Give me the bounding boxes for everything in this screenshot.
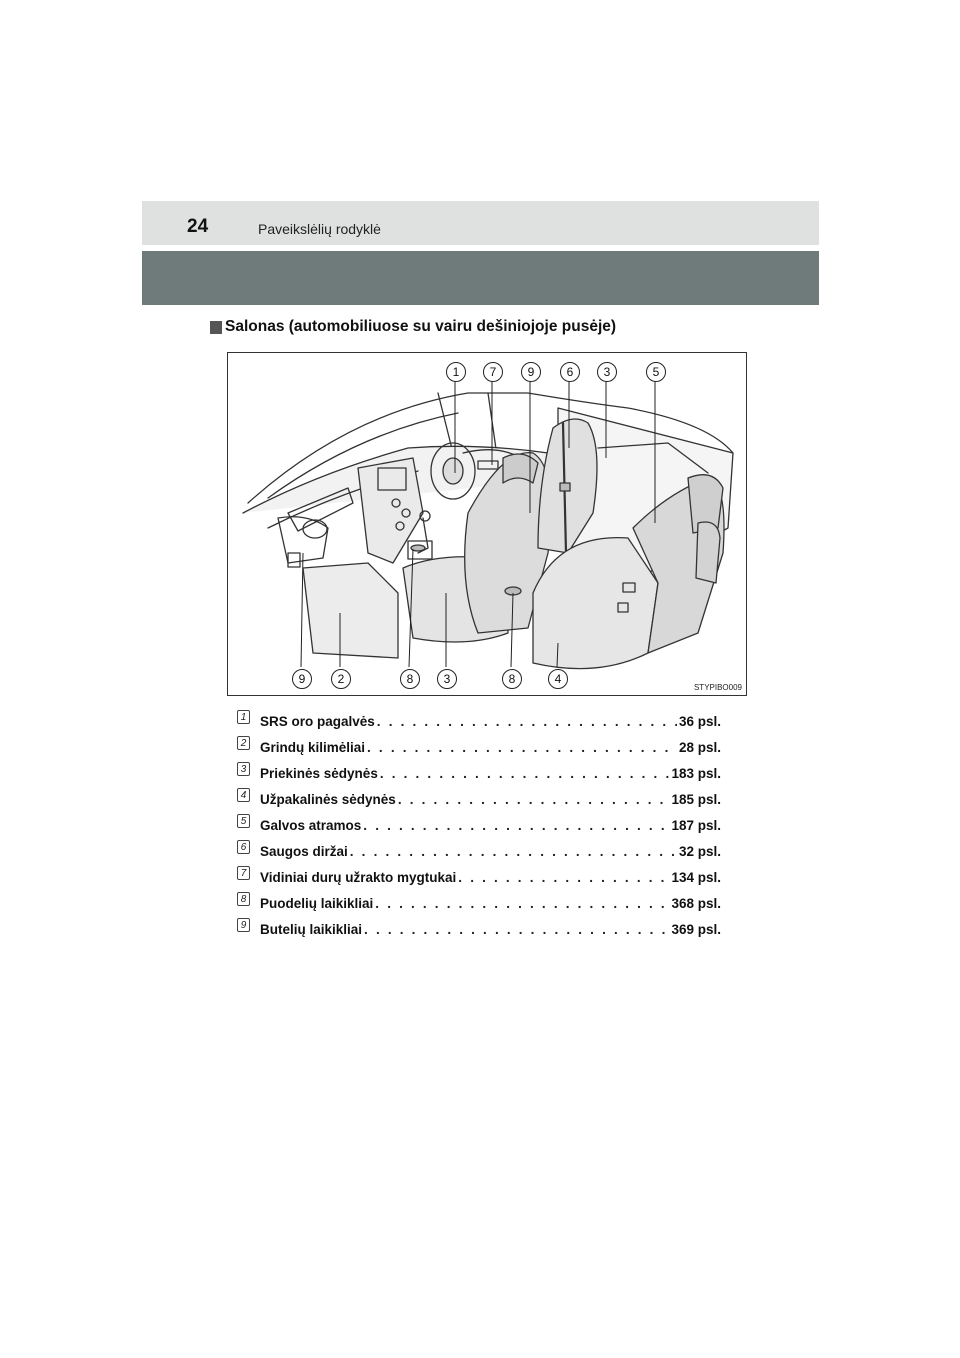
- reference-list: 1 SRS oro pagalvės . . . . . . . . . . .…: [237, 708, 721, 942]
- item-number: 1: [237, 710, 250, 724]
- list-item: 3 Priekinės sėdynės . . . . . . . . . . …: [237, 760, 721, 786]
- list-item: 9 Butelių laikikliai . . . . . . . . . .…: [237, 916, 721, 942]
- page-number: 24: [187, 216, 209, 237]
- leader-dots: . . . . . . . . . . . . . . . . . . . . …: [363, 817, 669, 833]
- car-interior-drawing: [242, 392, 734, 670]
- interior-illustration: 1 7 9 6 3 5 9 2 8 3 8 4 STYPIBO009: [227, 352, 747, 696]
- list-item: 4 Užpakalinės sėdynės . . . . . . . . . …: [237, 786, 721, 812]
- item-page-ref[interactable]: 187 psl.: [671, 817, 721, 833]
- item-page-ref[interactable]: 368 psl.: [671, 895, 721, 911]
- section-heading-text: Salonas (automobiliuose su vairu dešinio…: [225, 318, 617, 335]
- section-heading: Salonas (automobiliuose su vairu dešinio…: [210, 318, 616, 336]
- list-item: 7 Vidiniai durų užrakto mygtukai . . . .…: [237, 864, 721, 890]
- item-page-ref[interactable]: 28 psl.: [678, 739, 721, 755]
- leader-dots: . . . . . . . . . . . . . . . . . . . . …: [367, 739, 677, 755]
- list-item: 1 SRS oro pagalvės . . . . . . . . . . .…: [237, 708, 721, 734]
- item-label: Grindų kilimėliai: [260, 739, 366, 755]
- list-item: 6 Saugos diržai . . . . . . . . . . . . …: [237, 838, 721, 864]
- leader-dots: . . . . . . . . . . . . . . . . . . . . …: [397, 791, 670, 807]
- item-page-ref[interactable]: 369 psl.: [671, 921, 721, 937]
- item-number: 4: [237, 788, 250, 802]
- item-label: Butelių laikikliai: [260, 921, 363, 937]
- item-number: 7: [237, 866, 250, 880]
- item-page-ref[interactable]: 36 psl.: [678, 713, 721, 729]
- item-page-ref[interactable]: 32 psl.: [678, 843, 721, 859]
- item-label: Galvos atramos: [260, 817, 362, 833]
- item-number: 2: [237, 736, 250, 750]
- item-label: Priekinės sėdynės: [260, 765, 378, 781]
- item-number: 9: [237, 918, 250, 932]
- item-label: Saugos diržai: [260, 843, 348, 859]
- item-page-ref[interactable]: 183 psl.: [671, 765, 721, 781]
- leader-dots: . . . . . . . . . . . . . . . . . . . . …: [349, 843, 677, 859]
- item-number: 5: [237, 814, 250, 828]
- item-number: 3: [237, 762, 250, 776]
- running-title: Paveikslėlių rodyklė: [258, 221, 381, 237]
- item-label: Puodelių laikikliai: [260, 895, 374, 911]
- leader-dots: . . . . . . . . . . . . . . . . . . . . …: [364, 921, 669, 937]
- item-label: Užpakalinės sėdynės: [260, 791, 396, 807]
- figure-code: STYPIBO009: [693, 683, 742, 692]
- header-bar: [142, 201, 819, 245]
- list-item: 2 Grindų kilimėliai . . . . . . . . . . …: [237, 734, 721, 760]
- leader-dots: . . . . . . . . . . . . . . . . . . . . …: [376, 713, 677, 729]
- callout-layer: [300, 379, 656, 668]
- item-label: SRS oro pagalvės: [260, 713, 375, 729]
- item-page-ref[interactable]: 134 psl.: [671, 869, 721, 885]
- item-number: 8: [237, 892, 250, 906]
- item-page-ref[interactable]: 185 psl.: [671, 791, 721, 807]
- heading-marker-icon: [210, 320, 222, 334]
- leader-dots: . . . . . . . . . . . . . . . . . . . . …: [458, 869, 669, 885]
- header-band: [142, 251, 819, 305]
- list-item: 5 Galvos atramos . . . . . . . . . . . .…: [237, 812, 721, 838]
- item-label: Vidiniai durų užrakto mygtukai: [260, 869, 457, 885]
- leader-dots: . . . . . . . . . . . . . . . . . . . . …: [375, 895, 669, 911]
- leader-dots: . . . . . . . . . . . . . . . . . . . . …: [379, 765, 670, 781]
- item-number: 6: [237, 840, 250, 854]
- list-item: 8 Puodelių laikikliai . . . . . . . . . …: [237, 890, 721, 916]
